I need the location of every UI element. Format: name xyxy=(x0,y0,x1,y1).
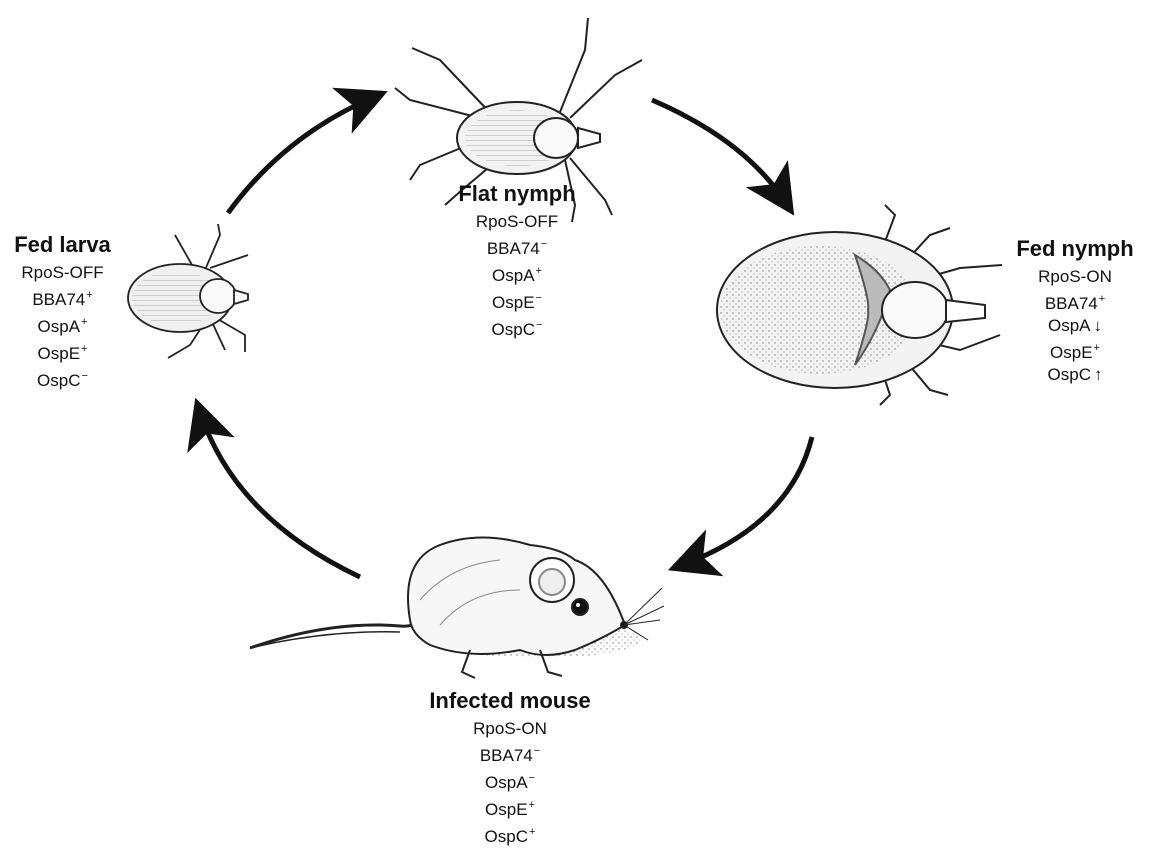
infected-mouse-label: Infected mouse RpoS-ON BBA74− OspA− OspE… xyxy=(400,688,620,848)
flat-nymph-title: Flat nymph xyxy=(412,181,622,207)
fed-larva-label: Fed larva RpoS-OFF BBA74+ OspA+ OspE+ Os… xyxy=(0,232,125,392)
marker-line: BBA74− xyxy=(412,233,622,260)
flat-nymph-label: Flat nymph RpoS-OFF BBA74− OspA+ OspE− O… xyxy=(412,181,622,341)
fed-nymph-tick-icon xyxy=(717,205,1002,405)
marker-line: RpoS-ON xyxy=(1000,266,1150,288)
arrow-flat-to-fed-nymph xyxy=(652,100,786,203)
marker-line: RpoS-ON xyxy=(400,718,620,740)
fed-larva-tick-icon xyxy=(128,224,248,358)
marker-line: OspC↑ xyxy=(1000,364,1150,386)
arrow-larva-to-flat-nymph xyxy=(228,97,374,213)
marker-line: BBA74+ xyxy=(0,284,125,311)
marker-line: OspA+ xyxy=(0,311,125,338)
marker-line: OspE+ xyxy=(400,794,620,821)
marker-line: RpoS-OFF xyxy=(0,262,125,284)
marker-line: OspA↓ xyxy=(1000,315,1150,337)
marker-line: BBA74− xyxy=(400,740,620,767)
fed-larva-title: Fed larva xyxy=(0,232,125,258)
fed-nymph-title: Fed nymph xyxy=(1000,236,1150,262)
marker-line: OspC− xyxy=(412,314,622,341)
marker-line: OspE+ xyxy=(1000,337,1150,364)
marker-line: OspE− xyxy=(412,287,622,314)
marker-line: RpoS-OFF xyxy=(412,211,622,233)
fed-nymph-label: Fed nymph RpoS-ON BBA74+ OspA↓ OspE+ Osp… xyxy=(1000,236,1150,386)
down-arrow-icon: ↓ xyxy=(1094,316,1103,335)
marker-line: BBA74+ xyxy=(1000,288,1150,315)
up-arrow-icon: ↑ xyxy=(1094,365,1103,384)
marker-line: OspA− xyxy=(400,767,620,794)
arrow-fed-nymph-to-mouse xyxy=(682,437,812,565)
marker-line: OspC− xyxy=(0,365,125,392)
infected-mouse-title: Infected mouse xyxy=(400,688,620,714)
marker-line: OspA+ xyxy=(412,260,622,287)
arrow-mouse-to-larva xyxy=(200,412,360,577)
mouse-icon xyxy=(250,538,664,679)
marker-line: OspE+ xyxy=(0,338,125,365)
